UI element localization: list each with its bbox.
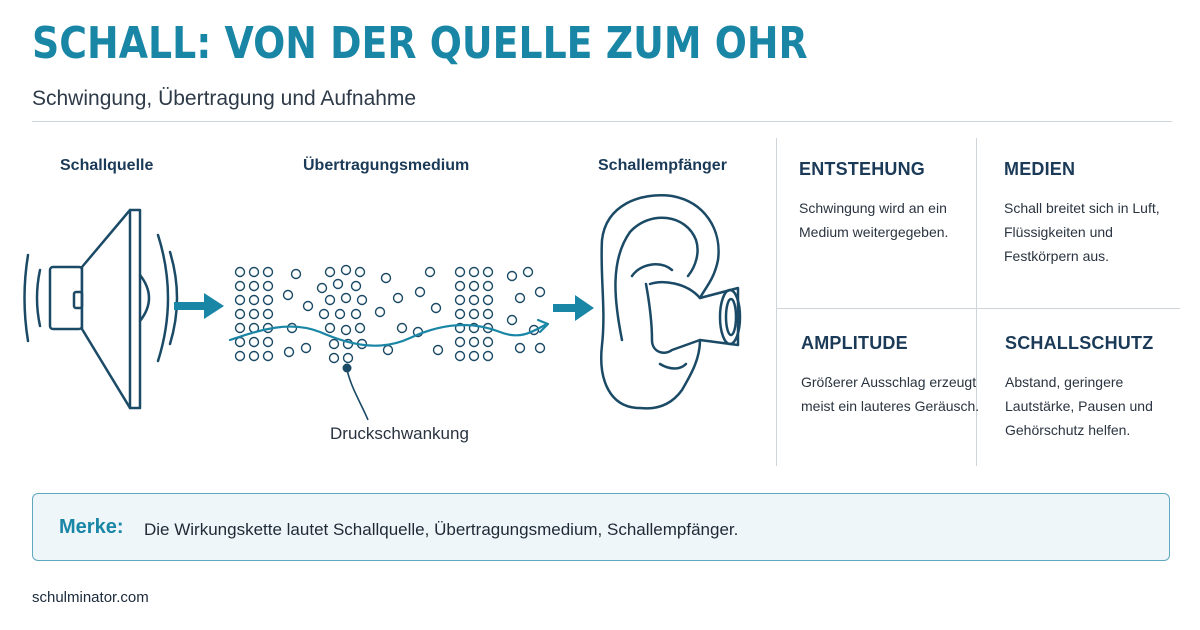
air-particles-icon xyxy=(234,264,546,364)
arrow-right-icon xyxy=(174,293,224,319)
info-title: MEDIEN xyxy=(1004,159,1076,179)
footer-site: schulminator.com xyxy=(32,589,149,606)
header-divider xyxy=(32,121,1172,122)
info-text: Größerer Ausschlag erzeugt meist ein lau… xyxy=(801,374,980,414)
info-card-amplitude: AMPLITUDE Größerer Ausschlag erzeugt mei… xyxy=(801,333,981,418)
info-text: Schall breitet sich in Luft, Flüssigkeit… xyxy=(1004,200,1160,264)
info-card-entstehung: ENTSTEHUNG Schwingung wird an ein Medium… xyxy=(799,159,979,244)
info-title: SCHALLSCHUTZ xyxy=(1005,333,1154,353)
page-title: SCHALL: VON DER QUELLE ZUM OHR xyxy=(32,18,808,69)
stage-label-receiver: Schallempfänger xyxy=(598,157,727,174)
info-text: Schwingung wird an ein Medium weitergege… xyxy=(799,200,949,240)
arrow-right-icon xyxy=(553,295,594,321)
loudspeaker-icon xyxy=(23,208,179,410)
info-text: Abstand, geringere Lautstärke, Pausen un… xyxy=(1005,374,1153,438)
ear-icon xyxy=(600,194,742,410)
grid-divider-left xyxy=(776,138,777,466)
sound-chain-diagram xyxy=(23,194,742,421)
stage-label-medium: Übertragungsmedium xyxy=(303,157,470,174)
page-subtitle: Schwingung, Übertragung und Aufnahme xyxy=(32,87,417,110)
info-title: ENTSTEHUNG xyxy=(799,159,926,179)
pressure-label: Druckschwankung xyxy=(330,424,469,443)
grid-divider-middle xyxy=(776,308,1180,309)
sound-wave-icon xyxy=(228,318,550,347)
info-title: AMPLITUDE xyxy=(801,333,908,353)
grid-divider-center xyxy=(976,138,977,466)
info-card-schallschutz: SCHALLSCHUTZ Abstand, geringere Lautstär… xyxy=(1005,333,1175,442)
info-card-medien: MEDIEN Schall breitet sich in Luft, Flüs… xyxy=(1004,159,1184,268)
note-box: Merke: Die Wirkungskette lautet Schallqu… xyxy=(32,493,1170,561)
note-text: Die Wirkungskette lautet Schallquelle, Ü… xyxy=(144,520,739,539)
note-key: Merke: xyxy=(59,516,124,538)
stage-label-source: Schallquelle xyxy=(60,157,154,174)
pressure-pointer xyxy=(342,363,369,421)
